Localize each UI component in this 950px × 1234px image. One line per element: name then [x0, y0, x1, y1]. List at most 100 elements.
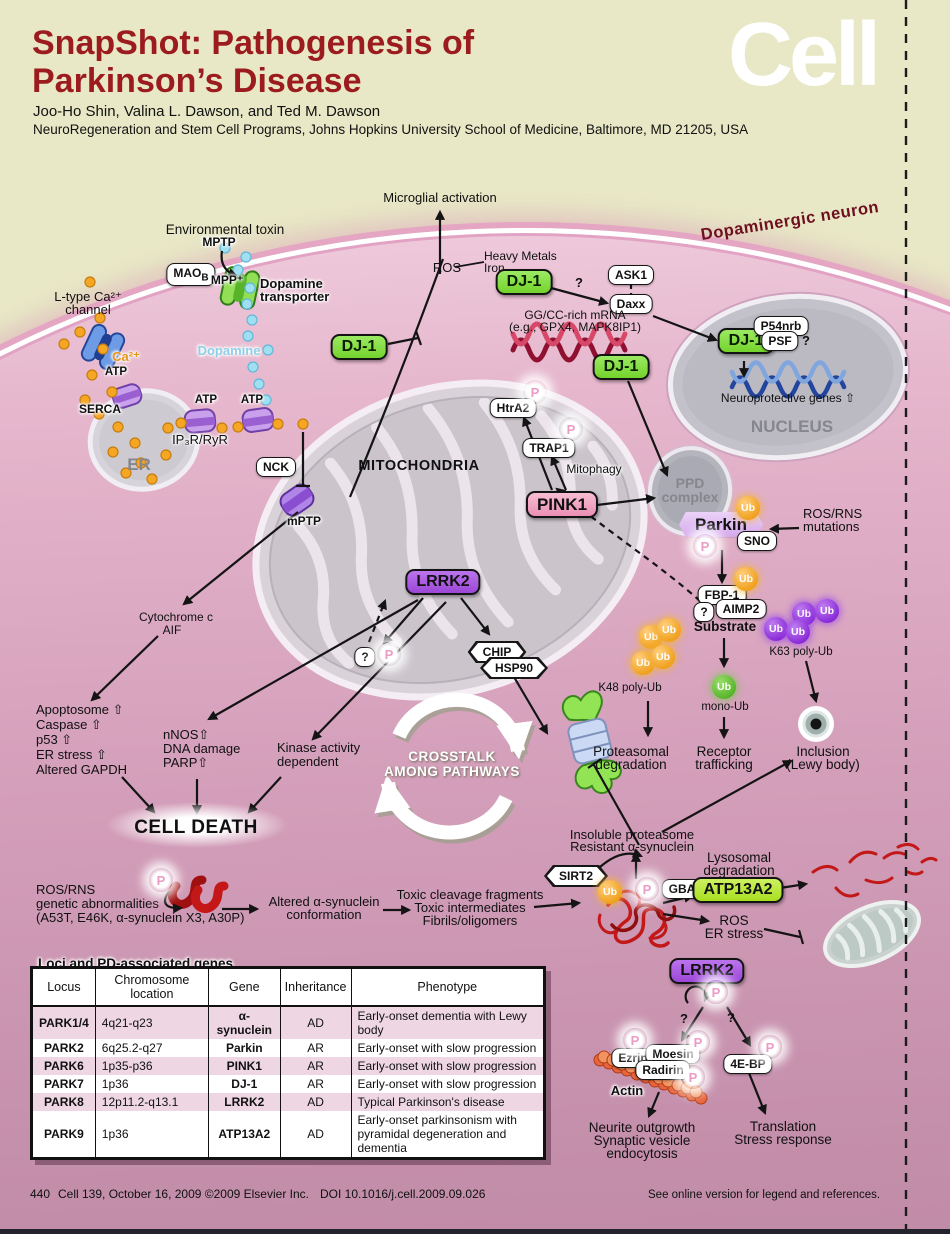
4ebp-box: 4E-BP [723, 1054, 773, 1074]
er-stress-label2: ER stress [704, 926, 764, 941]
td-location: 1p35-p36 [94, 1057, 209, 1075]
synuclein-aggregate-icon [597, 889, 677, 948]
serca-pump-icon [111, 383, 143, 409]
ubiquitin-badge: Ub [651, 645, 675, 669]
ppd-complex-shape [646, 444, 734, 538]
inclusion-label2: (Lewy body) [786, 757, 860, 772]
td-inheritance: AD [279, 1006, 351, 1039]
table-row: PARK2 6q25.2-q27 Parkin AR Early-onset w… [32, 1039, 545, 1057]
title-line1: SnapShot: Pathogenesis of [32, 24, 475, 62]
mptp-pore-icon [279, 483, 315, 517]
td-inheritance: AR [279, 1039, 351, 1057]
td-phenotype: Early-onset dementia with Lewy body [350, 1006, 545, 1039]
ip3r-ryr-icon [183, 408, 217, 434]
mitochondria-label: MITOCHONDRIA [358, 458, 480, 474]
pd-genes-table: Locus Chromosome location Gene Inheritan… [30, 966, 546, 1160]
mrna-label1: GG/CC-rich mRNA [524, 308, 626, 322]
dopamine-molecules [219, 242, 274, 406]
crosstalk-label2: AMONG PATHWAYS [384, 764, 520, 779]
parp-label: PARP⇧ [163, 755, 209, 770]
col-gene: Gene [207, 967, 281, 1007]
footer-page-number: 440 [30, 1187, 51, 1201]
question-box: ? [693, 602, 715, 622]
er-label: ER [127, 455, 151, 474]
small-mitochondria-icon [823, 900, 921, 968]
caspase-label: Caspase ⇧ [36, 717, 102, 732]
er-stress-label: ER stress ⇧ [36, 747, 107, 762]
question-mark: ? [680, 1011, 688, 1026]
td-phenotype: Typical Parkinson's disease [350, 1093, 545, 1111]
insoluble-label1: Insoluble proteasome [569, 827, 695, 842]
maob-sub: B [201, 272, 209, 284]
neurite-label3: endocytosis [606, 1146, 678, 1161]
maob-box: MAOB [166, 263, 216, 287]
phospho-badge: P [377, 642, 401, 666]
cytochrome-c-label: Cytochrome c [138, 610, 214, 624]
dopamine-label: Dopamine [197, 343, 261, 358]
ppd-label2: complex [661, 489, 719, 505]
crosstalk-label1: CROSSTALK [408, 749, 496, 764]
ros-label2: ROS [719, 913, 749, 928]
neurite-label1: Neurite outgrowth [588, 1120, 696, 1135]
ip3r-ryr-icon [241, 407, 275, 433]
insoluble-label2: Resistant α-synuclein [570, 839, 694, 854]
cell-death-label: CELL DEATH [134, 817, 258, 838]
page-title: SnapShot: Pathogenesis of Parkinson’s Di… [32, 24, 474, 100]
misfolded-synuclein-icon [167, 875, 229, 914]
lrrk2-box: LRRK2 [405, 569, 481, 595]
ask1-box: ASK1 [607, 265, 655, 285]
lrrk2-box: LRRK2 [669, 958, 745, 984]
ros-rns-genetic-label3: (A53T, E46K, α-synuclein X3, A30P) [36, 910, 245, 925]
td-gene: ATP13A2 [207, 1111, 281, 1159]
htra2-box: HtrA2 [489, 398, 537, 418]
radirin-box: Radirin [635, 1060, 691, 1080]
substrate-label: Substrate [693, 619, 757, 634]
heavy-metals-label: Heavy Metals [484, 249, 557, 263]
phospho-badge: P [149, 868, 173, 892]
translation-label2: Stress response [734, 1132, 832, 1147]
cell-death-glow [106, 802, 288, 848]
mptp-label: MPTP [202, 235, 236, 249]
phospho-badge: P [635, 877, 659, 901]
inclusion-label1: Inclusion [796, 744, 850, 759]
ltype-channel-label2: channel [65, 302, 111, 317]
neuroprotective-genes-label: Neuroprotective genes ⇧ [720, 391, 856, 405]
sirt2-label: SIRT2 [546, 867, 606, 885]
sno-box: SNO [736, 531, 778, 551]
altered-synuclein-label1: Altered α-synuclein [268, 894, 380, 909]
nnos-label: nNOS⇧ [163, 727, 210, 742]
k63-polyub-label: K63 poly-Ub [769, 646, 833, 658]
dopamine-transporter-label2: transporter [260, 289, 330, 304]
phospho-badge: P [623, 1028, 647, 1052]
mpp-label: MPP⁺ [210, 273, 244, 287]
table-row: PARK8 12p11.2-q13.1 LRRK2 AD Typical Par… [31, 1093, 545, 1111]
ubiquitin-badge: Ub [764, 617, 788, 641]
table-row: PARK7 1p36 DJ-1 AR Early-onset with slow… [32, 1075, 545, 1093]
hsp90-label: HSP90 [482, 659, 546, 677]
crosstalk-ring [374, 692, 536, 844]
aif-label: AIF [162, 623, 182, 637]
phospho-badge: P [758, 1035, 782, 1059]
actin-label: Actin [610, 1083, 644, 1098]
td-locus: PARK6 [44, 1059, 84, 1073]
aimp2-box: AIMP2 [715, 599, 767, 619]
authors: Joo-Ho Shin, Valina L. Dawson, and Ted M… [33, 103, 381, 120]
proteasomal-degradation-label1: Proteasomal [593, 744, 669, 759]
td-locus: PARK8 [44, 1095, 84, 1109]
ubiquitin-badge: Ub [736, 496, 760, 520]
altered-synuclein-label2: conformation [286, 907, 362, 922]
td-locus: PARK7 [44, 1077, 84, 1091]
td-location: 1p36 [94, 1075, 209, 1093]
td-phenotype: Early-onset parkinsonism with pyramidal … [350, 1111, 545, 1159]
microglial-activation-label: Microglial activation [383, 190, 497, 205]
td-location: 12p11.2-q13.1 [94, 1093, 209, 1111]
dj1-box: DJ-1 [495, 269, 553, 295]
receptor-trafficking-label1: Receptor [696, 744, 752, 759]
toxic-label3: Fibrils/oligomers [422, 913, 518, 928]
nucleus-label: NUCLEUS [750, 417, 834, 436]
mitochondria-shape [252, 379, 648, 701]
ltype-channel-label1: L-type Ca²⁺ [54, 289, 122, 304]
page-bottom-strip [0, 1229, 950, 1234]
phospho-badge: P [523, 380, 547, 404]
